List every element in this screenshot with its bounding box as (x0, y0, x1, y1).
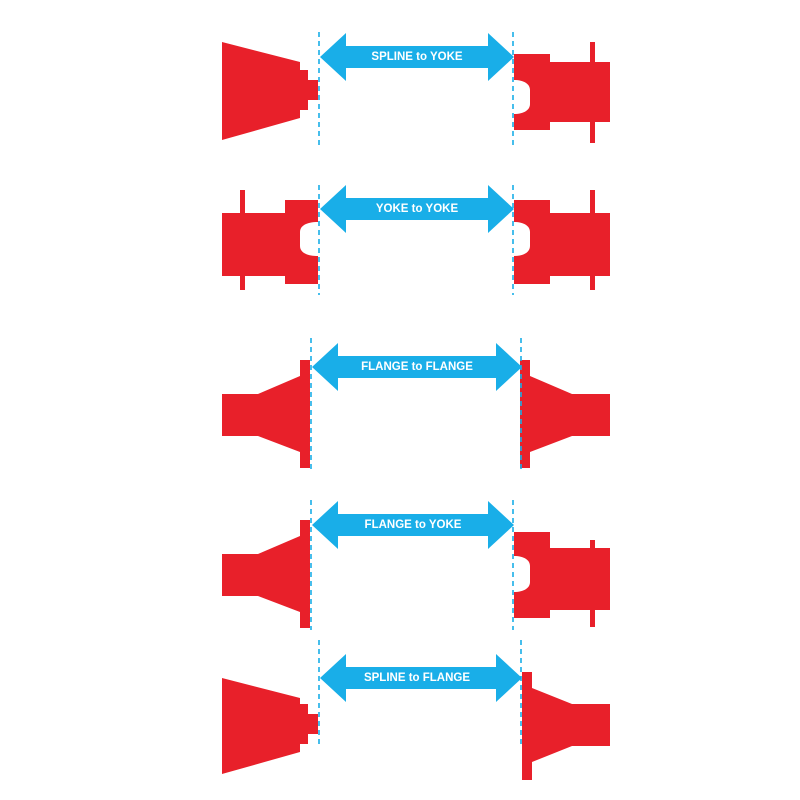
measurement-arrow (320, 185, 514, 233)
measurement-label: FLANGE to FLANGE (361, 361, 473, 373)
row-flange-to-yoke: FLANGE to YOKE (222, 500, 610, 630)
measurement-label: FLANGE to YOKE (365, 519, 462, 531)
yoke-part-right (514, 42, 610, 143)
flange-part-right (522, 672, 610, 780)
row-spline-to-flange: SPLINE to FLANGE (222, 640, 610, 780)
yoke-part-right (514, 190, 610, 290)
spline-part-left (222, 42, 318, 140)
measurement-arrow (312, 501, 514, 549)
row-yoke-to-yoke: YOKE to YOKE (222, 185, 610, 295)
measurement-label: YOKE to YOKE (376, 203, 459, 215)
flange-part-left (222, 360, 310, 468)
flange-part-right (520, 360, 610, 468)
yoke-part-right (514, 532, 610, 627)
measurement-arrow (312, 343, 522, 391)
measurement-arrow (320, 654, 522, 702)
measurement-label: SPLINE to YOKE (371, 51, 462, 63)
measurement-label: SPLINE to FLANGE (364, 672, 470, 684)
row-flange-to-flange: FLANGE to FLANGE (222, 338, 610, 472)
row-spline-to-yoke: SPLINE to YOKE (222, 32, 610, 145)
spline-part-left (222, 678, 318, 774)
yoke-part-left (222, 190, 318, 290)
measurement-arrow (320, 33, 514, 81)
flange-part-left (222, 520, 310, 628)
